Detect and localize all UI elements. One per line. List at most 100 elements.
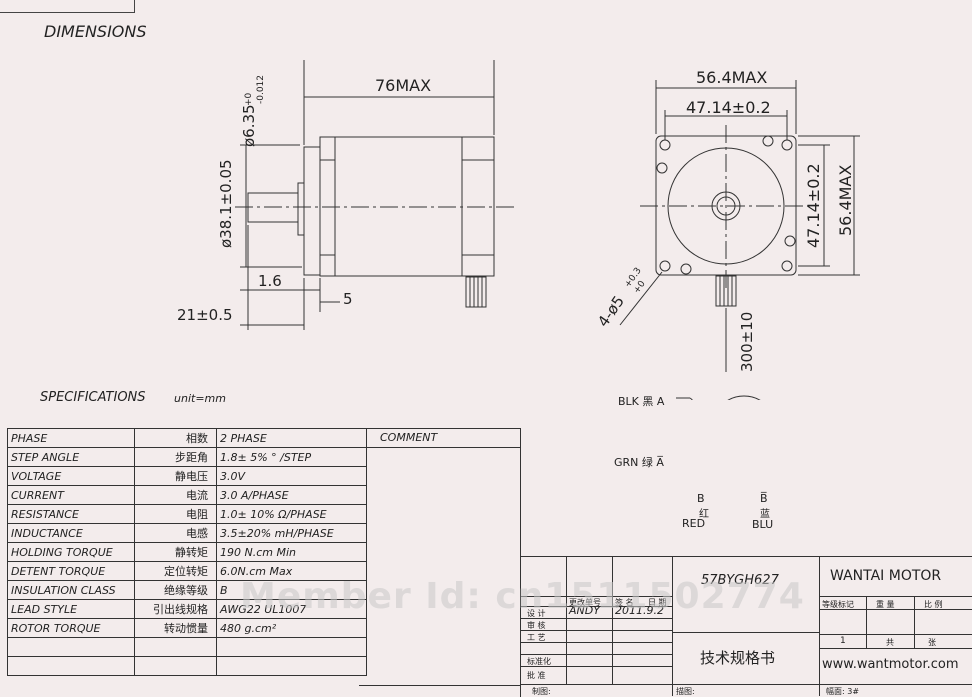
tb-h6 bbox=[520, 684, 972, 685]
wire-blk-label: BLK 黑 A bbox=[618, 395, 665, 408]
spec-value: 3.0 A/PHASE bbox=[216, 485, 367, 505]
tb-v5 bbox=[866, 596, 867, 648]
row-sign-label: 签 名 bbox=[615, 598, 634, 607]
shaft-len-dim: 21±0.5 bbox=[177, 306, 233, 324]
total-label: 共 bbox=[886, 638, 894, 647]
wire-b-left: B bbox=[697, 492, 705, 505]
tb-h2 bbox=[819, 609, 972, 610]
wire-grn-label: GRN 绿 A̅ bbox=[614, 456, 664, 469]
width-side-dim: 56.4MAX bbox=[836, 164, 855, 236]
title-block bbox=[520, 556, 972, 697]
tb-h5 bbox=[672, 632, 819, 633]
spec-name: STEP ANGLE bbox=[7, 447, 135, 467]
website: www.wantmotor.com bbox=[822, 657, 959, 672]
motor-drawing bbox=[235, 60, 860, 400]
row-check-label: 审 核 bbox=[527, 621, 546, 630]
tb-h9 bbox=[520, 618, 672, 619]
row-change-label: 更改单号 bbox=[569, 598, 601, 607]
spec-value: 3.0V bbox=[216, 466, 367, 486]
hole-pitch-top-dim: 47.14±0.2 bbox=[686, 98, 771, 117]
spec-value: AWG22 UL1007 bbox=[216, 599, 367, 619]
sheet-number: 1 bbox=[840, 636, 846, 646]
lead-len-dim: 300±10 bbox=[738, 311, 756, 372]
spec-name: CURRENT bbox=[7, 485, 135, 505]
spec-row-empty bbox=[7, 656, 367, 676]
row-standard-label: 标准化 bbox=[527, 657, 551, 666]
tb-h13 bbox=[520, 666, 672, 667]
tb-h8 bbox=[520, 606, 672, 607]
spec-row-empty bbox=[7, 637, 367, 657]
spec-name-cn: 转动惯量 bbox=[134, 618, 217, 638]
spec-name-cn: 相数 bbox=[134, 428, 217, 448]
spec-cell-empty bbox=[134, 637, 217, 657]
spec-value: 480 g.cm² bbox=[216, 618, 367, 638]
tb-h12 bbox=[520, 654, 672, 655]
spec-cell-empty bbox=[134, 656, 217, 676]
spec-name: RESISTANCE bbox=[7, 504, 135, 524]
wire-blu-cn: 蓝 bbox=[760, 509, 770, 520]
row-date-label: 日 期 bbox=[648, 598, 667, 607]
spec-value: 3.5±20% mH/PHASE bbox=[216, 523, 367, 543]
tb-h3 bbox=[819, 634, 972, 635]
spec-name: HOLDING TORQUE bbox=[7, 542, 135, 562]
length-dim: 76MAX bbox=[375, 76, 432, 95]
doc-title: 技术规格书 bbox=[700, 649, 776, 667]
drawn-by-label: 制图: bbox=[532, 687, 551, 696]
spec-name-cn: 电感 bbox=[134, 523, 217, 543]
spec-cell-empty bbox=[7, 637, 135, 657]
model-number: 57BYGH627 bbox=[701, 573, 779, 588]
tb-h7 bbox=[520, 596, 672, 597]
watermark: Member Id: cn1511502774 bbox=[240, 576, 805, 617]
tb-v4 bbox=[612, 556, 613, 684]
shaft-dia-dim: ø6.35 bbox=[240, 104, 258, 147]
spec-value: 1.8± 5% ° /STEP bbox=[216, 447, 367, 467]
specs-title: SPECIFICATIONS bbox=[40, 390, 146, 405]
side-view bbox=[235, 60, 515, 330]
spec-value: 1.0± 10% Ω/PHASE bbox=[216, 504, 367, 524]
spec-name-cn: 引出线规格 bbox=[134, 599, 217, 619]
spec-value: 190 N.cm Min bbox=[216, 542, 367, 562]
size-label: 幅面: 3# bbox=[826, 687, 860, 696]
shaft-tol-upper: +0 bbox=[244, 92, 254, 106]
specs-unit: unit=mm bbox=[174, 392, 226, 405]
tb-h1 bbox=[819, 596, 972, 597]
grade-label: 等级标记 bbox=[822, 600, 854, 609]
row-approve-label: 批 准 bbox=[527, 671, 546, 680]
spec-name-cn: 电流 bbox=[134, 485, 217, 505]
tb-h4 bbox=[819, 648, 972, 649]
tb-v3 bbox=[566, 556, 567, 684]
header-frame bbox=[0, 0, 135, 13]
company-name: WANTAI MOTOR bbox=[830, 568, 942, 584]
sheet-label: 张 bbox=[928, 638, 936, 647]
spec-name-cn: 绝缘等级 bbox=[134, 580, 217, 600]
spec-name-cn: 静转矩 bbox=[134, 542, 217, 562]
wire-red-cn: 红 bbox=[699, 509, 709, 520]
pilot-depth-dim: 5 bbox=[343, 290, 353, 308]
spec-name: PHASE bbox=[7, 428, 135, 448]
pilot-dia-dim: ø38.1±0.05 bbox=[217, 159, 235, 248]
traced-by-label: 描图: bbox=[676, 687, 695, 696]
wire-blu-label: BLU bbox=[752, 518, 774, 531]
spec-name-cn: 步距角 bbox=[134, 447, 217, 467]
front-view bbox=[619, 80, 860, 372]
spec-cell-empty bbox=[216, 656, 367, 676]
tb-h10 bbox=[520, 630, 672, 631]
designer-name: ANDY bbox=[569, 604, 600, 617]
tb-h11 bbox=[520, 642, 672, 643]
spec-name-cn: 静电压 bbox=[134, 466, 217, 486]
row-process-label: 工 艺 bbox=[527, 633, 546, 642]
tb-v2 bbox=[819, 556, 820, 696]
weight-label: 重 量 bbox=[876, 600, 895, 609]
comment-label: COMMENT bbox=[380, 431, 438, 444]
spec-cell-empty bbox=[7, 656, 135, 676]
width-top-dim: 56.4MAX bbox=[696, 68, 768, 87]
